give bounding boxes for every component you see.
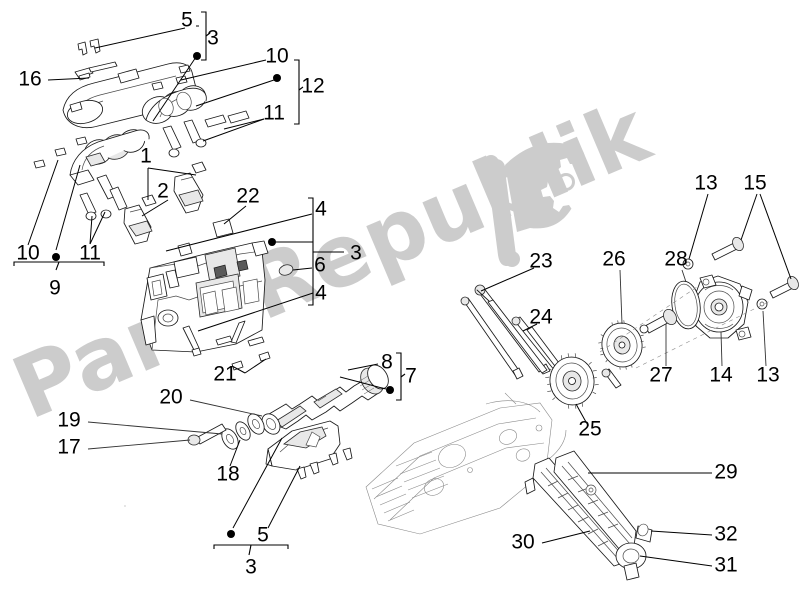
callout-number-9: 9 [49,277,61,300]
callout-number-5: 5 [181,9,193,32]
callout-number-8: 8 [381,351,393,374]
callout-number-11: 11 [263,102,285,125]
callout-number-27: 27 [649,364,672,387]
callout-number-21: 21 [213,363,236,386]
chain-guide-assembly [524,450,653,581]
dowel-pins-group [79,110,250,221]
engine-block [365,392,567,535]
callout-number-23: 23 [529,250,552,273]
camshaft-main [261,364,389,435]
callout-number-30: 30 [511,531,534,554]
bolt-17 [187,423,227,446]
camshaft-upper [141,85,207,124]
callout-number-6: 6 [314,254,326,277]
callout-number-2: 2 [157,180,169,203]
callout-number-3: 3 [245,556,257,579]
callout-number-4: 4 [315,198,327,221]
callout-number-13: 13 [756,364,779,387]
callout-number-12: 12 [301,75,324,98]
callout-number-19: 19 [57,409,80,432]
callout-number-5: 5 [257,524,269,547]
callout-number-20: 20 [159,386,182,409]
watermark-gear-icon [541,158,597,212]
callout-number-3: 3 [207,27,219,50]
camshaft-lower-left [33,129,150,186]
callout-number-29: 29 [714,461,737,484]
callout-number-11: 11 [79,242,101,265]
part-6-plug [278,264,294,276]
callout-number-1: 1 [140,145,152,168]
callout-number-15: 15 [743,172,766,195]
callout-number-7: 7 [405,365,417,388]
callout-number-31: 31 [714,554,737,577]
pin-head-25 [601,368,611,378]
small-screws-bottom [296,447,353,480]
leader-lines [13,11,792,567]
rocker-cover-upper [62,38,197,129]
callout-numbers: 1233344556789101011111213131415161718192… [16,9,779,579]
callout-number-13: 13 [694,172,717,195]
cylinder-head-center [140,240,269,353]
callout-number-4: 4 [315,282,327,305]
callout-number-3: 3 [350,242,362,265]
callout-number-18: 18 [216,463,239,486]
callout-number-16: 16 [18,68,41,91]
callout-number-28: 28 [664,248,687,271]
part-22-pad [212,218,234,238]
callout-number-14: 14 [709,364,733,387]
head-bolts-23-24 [474,284,563,375]
callout-number-25: 25 [578,418,601,441]
callout-number-22: 22 [236,185,259,208]
washers-group [124,413,265,507]
callout-number-24: 24 [529,306,553,329]
oil-pump-assembly [598,236,799,370]
callout-number-32: 32 [714,523,737,546]
callout-number-10: 10 [265,45,288,68]
sprocket-25 [545,353,599,409]
screws-group-center [182,320,271,371]
callout-number-10: 10 [16,242,39,265]
head-studs-left [460,296,524,380]
callout-number-26: 26 [602,248,625,271]
lower-cam-cover [265,420,341,471]
callout-number-17: 17 [57,436,80,459]
